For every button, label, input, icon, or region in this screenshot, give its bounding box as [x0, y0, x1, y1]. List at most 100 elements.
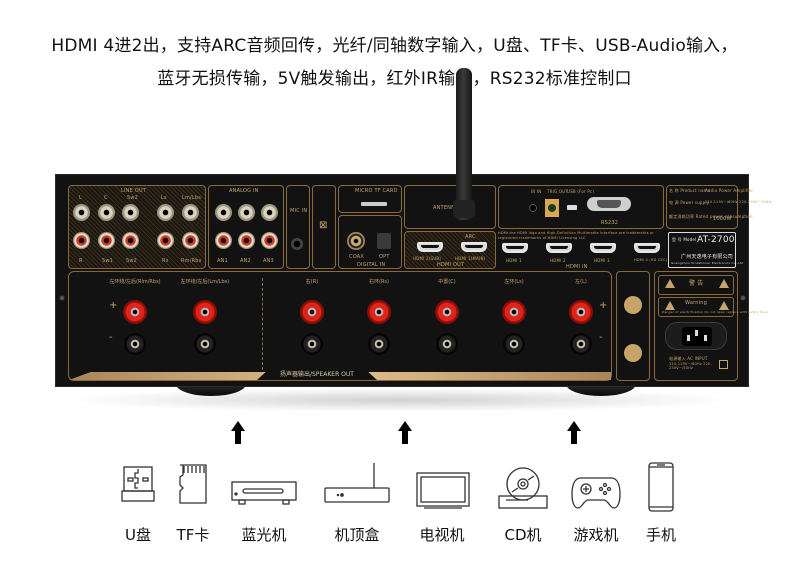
speaker-post-black[interactable] [503, 333, 525, 355]
device-label: 游戏机 [573, 526, 619, 544]
speaker-out-label: 扬声器输出/SPEAKER OUT [257, 369, 377, 380]
hdmi-out-2-port[interactable] [417, 242, 443, 252]
rca-jack-an1-l[interactable] [215, 204, 232, 221]
arrow-up-icon [398, 421, 412, 445]
speaker-post-red[interactable] [193, 300, 217, 324]
rca-jack-sw1[interactable] [98, 232, 115, 249]
warning-en-label: Warning [685, 300, 707, 306]
spec-value: Audio Power Amplifier [705, 188, 754, 193]
hdmi-in-label: HDMI 3 [594, 258, 610, 263]
usb-port[interactable] [567, 205, 577, 210]
rca-jack-rm[interactable] [182, 232, 199, 249]
arc-label: ARC [465, 234, 476, 240]
rca-jack-c[interactable] [98, 204, 115, 221]
io-panel: LINE OUT L C Sw2 Ls Lm/Lbs R Sw1 Sw2 Rs … [68, 185, 772, 270]
spec-key: 额定消耗功率 Rated power consumption [669, 214, 753, 219]
speaker-post-red[interactable] [435, 300, 459, 324]
usb-label: USB (For Pc) [567, 189, 595, 194]
rca-jack-sw2[interactable] [122, 204, 139, 221]
speaker-channel-label: 左(L) [575, 279, 587, 285]
line-out-label: C [104, 195, 108, 201]
rca-jack-lm[interactable] [182, 204, 199, 221]
no-moisture-icon [624, 344, 642, 362]
line-out-label: Rs [162, 258, 169, 264]
micro-tf-section: MICRO TF CARD [338, 185, 402, 213]
speaker-channel-label: 左环(Ls) [504, 279, 524, 285]
company-name-en: Guangzhou ToneWinner Electronics Co.,Ltd [671, 261, 744, 265]
certification-icons [616, 271, 650, 381]
rs232-label: RS232 [601, 220, 619, 226]
trig-out-jack[interactable] [545, 199, 559, 217]
speaker-post-red[interactable] [367, 300, 391, 324]
antenna [456, 68, 472, 220]
micro-tf-label: MICRO TF CARD [355, 188, 398, 194]
set-top-box-icon [324, 462, 390, 504]
antenna-label: ANTENNA [433, 205, 459, 211]
hdmi-in-4-port[interactable] [634, 243, 660, 253]
speaker-post-black[interactable] [368, 333, 390, 355]
hdmi-in-2-port[interactable] [546, 243, 572, 253]
mic-in-section: MIC IN [286, 185, 310, 269]
device-shadow [60, 388, 740, 412]
rs232-port[interactable] [587, 197, 631, 211]
ac-power-inlet[interactable] [665, 322, 727, 350]
rca-jack-an2-l[interactable] [238, 204, 255, 221]
speaker-post-black[interactable] [436, 333, 458, 355]
speaker-post-black[interactable] [301, 333, 323, 355]
spec-value: 1000W [713, 216, 732, 222]
hdmi-in-label: HDMI 1 [506, 258, 522, 263]
arrow-up-icon [231, 421, 245, 445]
speaker-post-black[interactable] [194, 333, 216, 355]
coax-jack[interactable] [347, 232, 365, 250]
warning-text: Danger of electrification Do not open re… [662, 310, 769, 314]
warning-triangle-icon [665, 279, 675, 288]
tf-card-slot[interactable] [361, 202, 387, 206]
device-label: 手机 [645, 526, 677, 544]
hdmi-in-label: HDMI 2 [550, 258, 566, 263]
ac-input-label: 电源输入 AC INPUT [669, 356, 708, 361]
bluray-player-icon [231, 481, 297, 505]
hdmi-out-title: HDMI OUT [437, 262, 465, 268]
digital-in-title: DIGITAL IN [357, 262, 386, 268]
mic-in-jack[interactable] [291, 238, 303, 250]
warning-triangle-icon [719, 279, 729, 288]
line-out-label: Lm/Lbs [182, 195, 202, 201]
hdmi-in-1-port[interactable] [502, 243, 528, 253]
hdmi-out-label: HDMI 2(SUB) [413, 256, 442, 261]
digital-in-section: COAX OPT DIGITAL IN [338, 215, 402, 269]
speaker-post-black[interactable] [124, 333, 146, 355]
rca-jack-an3-l[interactable] [261, 204, 278, 221]
headline-line-1: HDMI 4进2出，支持ARC音频回传，光纤/同轴数字输入，U盘、TF卡、USB… [51, 36, 738, 56]
line-out-label: Ls [161, 195, 167, 201]
model-number: AT-2700 [697, 235, 735, 245]
speaker-post-red[interactable] [123, 300, 147, 324]
optical-jack[interactable] [377, 233, 391, 249]
rca-jack-ls[interactable] [157, 204, 174, 221]
headline-line-2: 蓝牙无损传输，5V触发输出，红外IR输入，RS232标准控制口 [157, 69, 632, 89]
speaker-channel-label: 左环绕/左后(Rlm/Rbs) [109, 279, 161, 285]
speaker-channel-label: 左环绕/左后(Lm/Lbs) [180, 279, 230, 285]
spec-value: 110-115V~/60Hz 220-230V~/50Hz [705, 200, 773, 204]
speaker-post-red[interactable] [300, 300, 324, 324]
rca-jack-rs[interactable] [157, 232, 174, 249]
coax-label: COAX [349, 254, 364, 260]
rca-jack-sw2b[interactable] [122, 232, 139, 249]
rca-jack-an2-r[interactable] [238, 232, 255, 249]
cd-player-icon [498, 466, 548, 510]
double-insulation-icon [719, 360, 728, 369]
smartphone-icon [648, 462, 674, 512]
speaker-post-black[interactable] [570, 333, 592, 355]
speaker-post-red[interactable] [502, 300, 526, 324]
control-section: IR IN TRIG OUT USB (For Pc) RS232 [498, 185, 664, 229]
tv-icon [416, 472, 470, 510]
rca-jack-an1-r[interactable] [215, 232, 232, 249]
hdmi-in-3-port[interactable] [590, 243, 616, 253]
speaker-post-red[interactable] [569, 300, 593, 324]
rca-jack-l[interactable] [73, 204, 90, 221]
company-name-cn: 广州天逸电子有限公司 [681, 254, 734, 260]
warning-triangle-icon [719, 301, 729, 310]
ir-in-jack[interactable] [529, 204, 537, 212]
hdmi-out-1-port[interactable] [461, 242, 487, 252]
rca-jack-an3-r[interactable] [261, 232, 278, 249]
rca-jack-r[interactable] [73, 232, 90, 249]
